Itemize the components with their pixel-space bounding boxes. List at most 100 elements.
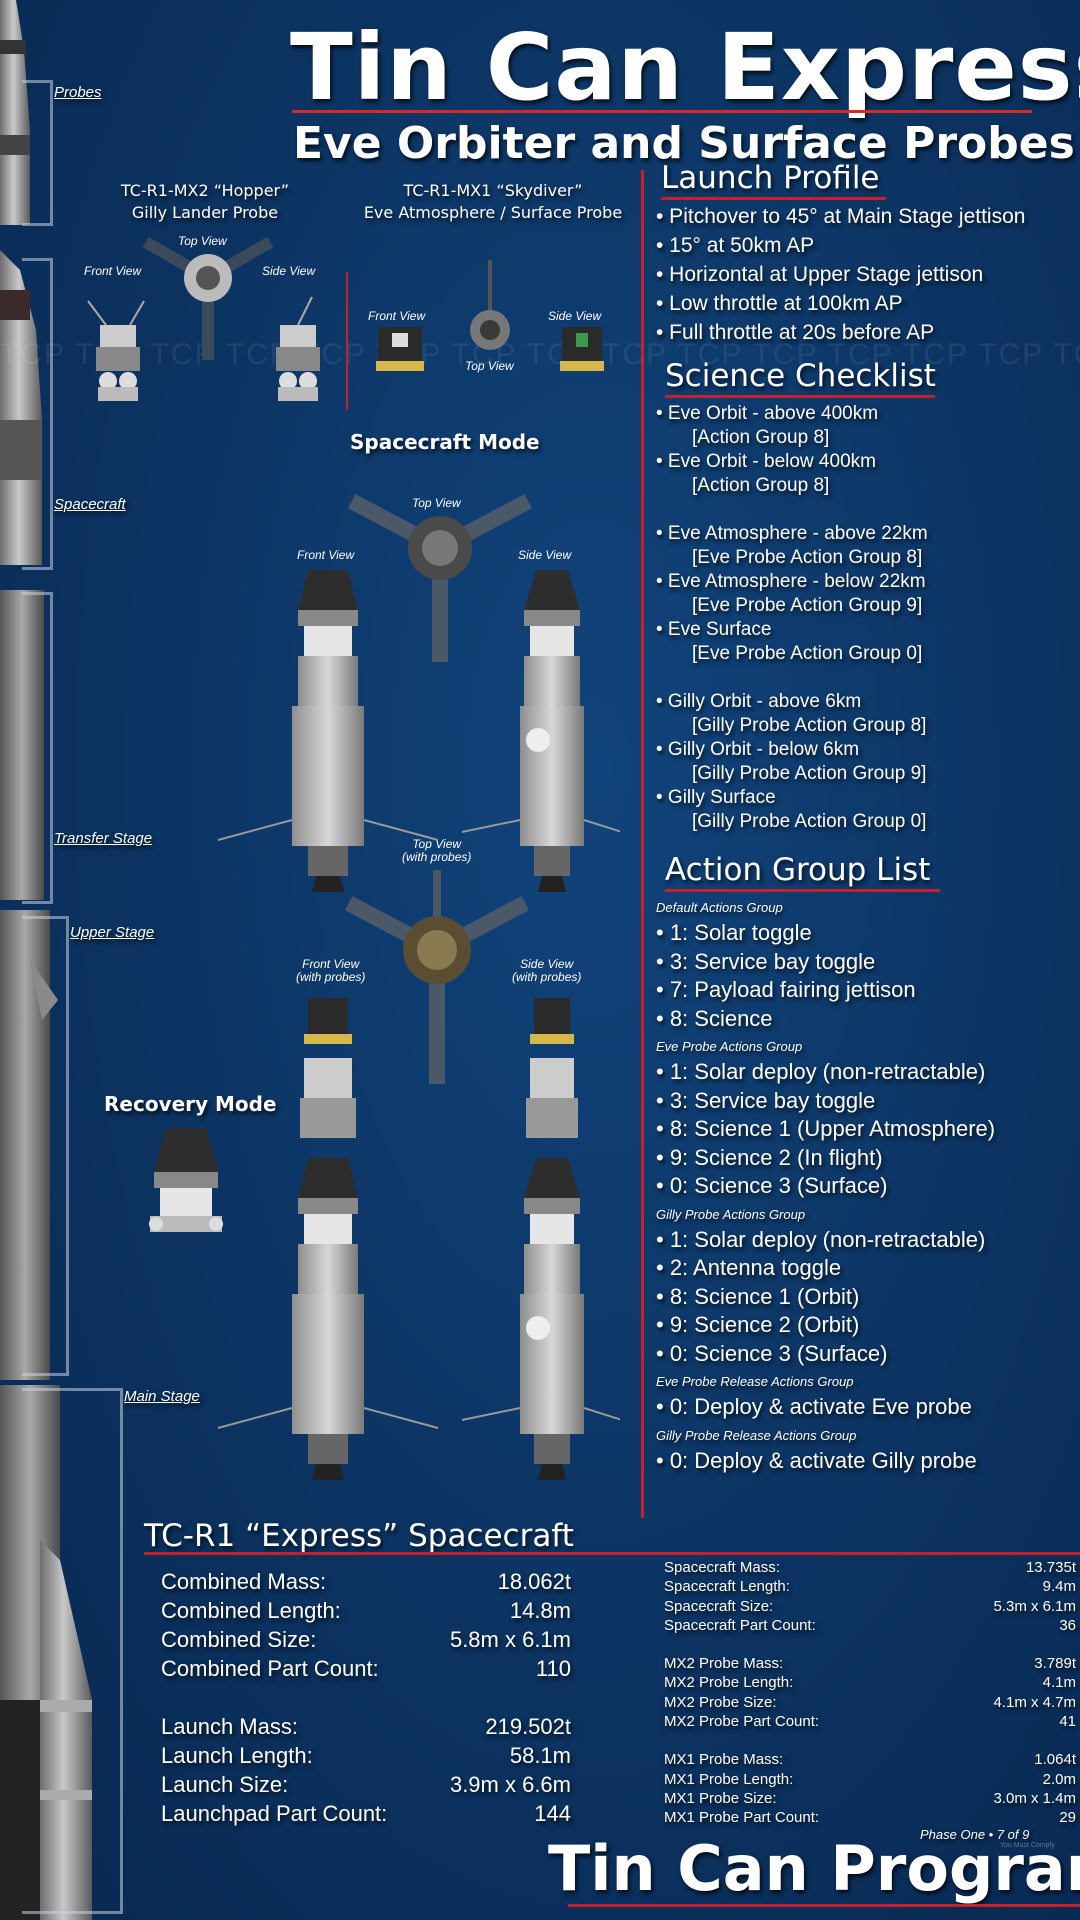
stat-value: 58.1m [509, 1743, 571, 1768]
spacecraft-illustrations [149, 493, 620, 1480]
skydiver-top-view-label: Top View [465, 359, 514, 373]
probes-label: Probes [54, 84, 102, 101]
skydiver-front-view-label: Front View [368, 309, 426, 323]
stat-value: 5.3m x 6.1m [993, 1597, 1076, 1615]
page-subtitle: Eve Orbiter and Surface Probes [293, 118, 1075, 169]
science-checklist-underline [665, 395, 935, 398]
skydiver-probe-illustrations [376, 260, 604, 371]
launch-profile-item: • Pitchover to 45° at Main Stage jettiso… [656, 205, 1026, 228]
stat-value: 3.0m x 1.4m [993, 1789, 1076, 1807]
spacecraft-stats-heading: TC-R1 “Express” Spacecraft [144, 1518, 574, 1554]
stat-label: Combined Length: [161, 1598, 341, 1623]
hopper-desc: Gilly Lander Probe [131, 203, 279, 222]
action-item: • 1: Solar deploy (non-retractable) [656, 1059, 986, 1084]
stat-row: Combined Size: 5.8m x 6.1m [161, 1625, 571, 1654]
launch-profile-item: • Horizontal at Upper Stage jettison [656, 263, 984, 286]
stat-row: Spacecraft Size: 5.3m x 6.1m [664, 1597, 1076, 1616]
action-group-name: Gilly Probe Release Actions Group [656, 1427, 857, 1443]
stat-row: Spacecraft Mass: 13.735t [664, 1558, 1076, 1577]
skydiver-probe-title: TC-R1-MX1 “Skydiver” Eve Atmosphere / Su… [348, 180, 638, 224]
launch-profile-item: • Low throttle at 100km AP [656, 292, 903, 315]
stat-value: 4.1m x 4.7m [993, 1693, 1076, 1711]
stat-label: MX2 Probe Part Count: [664, 1713, 820, 1731]
science-item-group: [Eve Probe Action Group 0] [692, 643, 923, 664]
stat-value: 219.502t [485, 1714, 571, 1739]
stat-label: Spacecraft Mass: [664, 1559, 780, 1576]
main-stage-label: Main Stage [124, 1388, 200, 1405]
science-item: • Eve Atmosphere - above 22km [656, 523, 928, 544]
spacecraft-front-view-label: Front View [297, 548, 355, 562]
action-group-underline [665, 889, 940, 892]
science-item: • Gilly Orbit - above 6km [656, 691, 862, 712]
recovery-mode-label: Recovery Mode [104, 1092, 277, 1116]
page-title: Tin Can Express [290, 14, 1080, 121]
action-item: • 2: Antenna toggle [656, 1255, 842, 1280]
stat-value: 5.8m x 6.1m [449, 1627, 571, 1652]
with-probes-text: (with probes) [296, 970, 366, 984]
stat-label: MX2 Probe Mass: [664, 1655, 784, 1673]
spacecraft-stats-underline [144, 1552, 1080, 1555]
stat-value: 29 [1059, 1809, 1076, 1827]
stat-label: Combined Size: [161, 1627, 317, 1652]
stat-label: MX1 Probe Mass: [664, 1751, 784, 1769]
stat-row: MX1 Probe Length:2.0m [664, 1770, 1076, 1789]
stat-row: Combined Length:14.8m [161, 1596, 571, 1625]
hopper-name: TC-R1-MX2 “Hopper” [120, 181, 290, 200]
program-underline [568, 1904, 1080, 1907]
stat-label: Launch Size: [161, 1772, 289, 1797]
with-probes-text: (with probes) [512, 970, 582, 984]
stat-value: 9.4m [1042, 1578, 1076, 1596]
action-item: • 9: Science 2 (In flight) [656, 1144, 883, 1170]
stat-row: MX1 Probe Mass:1.064t [664, 1750, 1076, 1769]
combined-stats: Combined Mass:18.062t Combined Length:14… [161, 1567, 571, 1828]
side-view-with-probes-label: Side View (with probes) [512, 958, 581, 984]
action-item: • 0: Deploy & activate Gilly probe [656, 1447, 977, 1473]
stat-row: MX2 Probe Part Count:41 [664, 1712, 1076, 1731]
column-divider [641, 170, 644, 1518]
action-item: • 3: Service bay toggle [656, 1087, 876, 1113]
with-probes-text: (with probes) [402, 850, 472, 864]
science-item: • Gilly Surface [656, 787, 776, 808]
program-logo-text: Tin Can Program [548, 1832, 1080, 1905]
stat-row: MX1 Probe Size:3.0m x 1.4m [664, 1789, 1076, 1808]
tiny-credit: You Must Comply [1000, 1842, 1055, 1849]
action-item: • 0: Science 3 (Surface) [656, 1173, 888, 1198]
stat-row: Spacecraft Length: 9.4m [664, 1577, 1076, 1596]
stat-label: MX2 Probe Size: [664, 1693, 777, 1711]
probe-divider [346, 272, 348, 410]
launch-profile-item: • Full throttle at 20s before AP [656, 321, 935, 344]
stat-label: MX1 Probe Part Count: [664, 1809, 820, 1827]
stat-label: Launch Mass: [161, 1714, 298, 1739]
front-view-with-probes-label: Front View (with probes) [296, 958, 365, 984]
stat-label: Spacecraft Length: [664, 1578, 790, 1596]
science-item-group: [Eve Probe Action Group 8] [692, 547, 923, 568]
spacecraft-top-view-label: Top View [412, 496, 461, 510]
science-item-group: [Eve Probe Action Group 9] [692, 595, 923, 616]
stat-value: 3.9m x 6.6m [449, 1772, 571, 1797]
science-item: • Eve Atmosphere - below 22km [656, 571, 926, 592]
spacecraft-side-view-label: Side View [518, 548, 572, 562]
launch-profile-list: • Pitchover to 45° at Main Stage jettiso… [656, 202, 1025, 347]
stat-row: Launch Length: 58.1m [161, 1741, 571, 1770]
stat-row: Combined Part Count:110 [161, 1654, 571, 1683]
side-view-text: Side View [520, 957, 574, 971]
stat-value: 144 [534, 1801, 571, 1826]
stat-value: 36 [1059, 1616, 1076, 1634]
stat-label: Launch Length: [161, 1743, 313, 1768]
skydiver-name: TC-R1-MX1 “Skydiver” [403, 181, 583, 200]
stat-label: Spacecraft Size: [664, 1597, 774, 1615]
rocket-side-illustration [0, 0, 92, 1920]
science-item-group: [Action Group 8] [692, 475, 830, 496]
stat-row: Spacecraft Part Count:36 [664, 1616, 1076, 1635]
launch-profile-item: • 15° at 50km AP [656, 234, 815, 257]
stat-value: 13.735t [1025, 1559, 1076, 1576]
stat-value: 3.789t [1034, 1655, 1076, 1673]
science-item-group: [Gilly Probe Action Group 0] [692, 811, 927, 832]
action-item: • 8: Science 1 (Upper Atmosphere) [656, 1116, 996, 1141]
top-view-with-probes-label: Top View (with probes) [402, 838, 471, 864]
transfer-stage-bracket [22, 592, 53, 904]
transfer-stage-label: Transfer Stage [54, 830, 153, 847]
hopper-probe-illustrations [87, 236, 320, 401]
stat-label: Combined Part Count: [161, 1656, 379, 1681]
science-item: • Eve Orbit - above 400km [656, 403, 879, 424]
